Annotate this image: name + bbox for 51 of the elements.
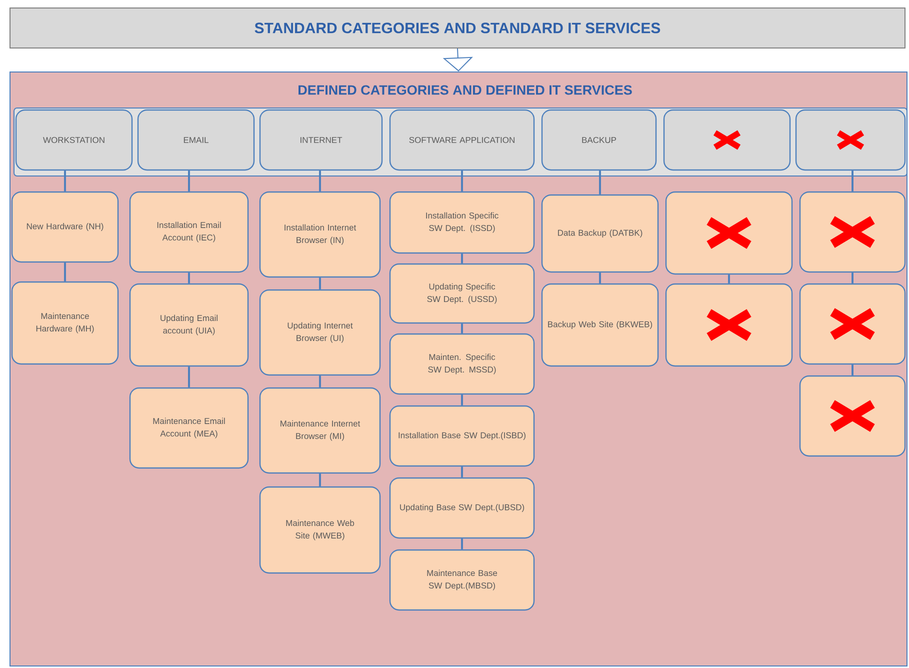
connector-line [461, 466, 463, 478]
service-box: Maintenance Web Site (MWEB) [259, 486, 381, 574]
category-box: WORKSTATION [15, 109, 133, 171]
service-box: Data Backup (DATBK) [541, 194, 659, 273]
category-box [663, 109, 791, 171]
connector-line [319, 474, 321, 486]
service-box: Updating Base SW Dept.(UBSD) [389, 477, 535, 539]
connector-line [599, 170, 601, 194]
category-box: INTERNET [259, 109, 383, 171]
connector-line [188, 272, 190, 284]
connector-line [599, 272, 601, 284]
service-box: Updating Email account (UIA) [129, 283, 249, 367]
connector-line [852, 364, 854, 376]
connector-line [319, 376, 321, 388]
connector-line [852, 272, 854, 284]
category-box [795, 109, 906, 171]
connector-line [461, 170, 463, 192]
connector-line [461, 538, 463, 550]
service-box [665, 283, 793, 367]
connector-line [852, 170, 854, 192]
service-box: Maintenance Hardware (MH) [11, 281, 119, 365]
connector-line [64, 170, 66, 192]
connector-line [188, 170, 190, 192]
service-box [665, 191, 793, 275]
service-box: Mainten. Specific SW Dept. MSSD) [389, 333, 535, 395]
service-box: Installation Internet Browser (IN) [259, 191, 381, 278]
service-box: Maintenance Email Account (MEA) [129, 387, 249, 469]
service-box: Installation Email Account (IEC) [129, 191, 249, 273]
service-box: Maintenance Internet Browser (MI) [259, 387, 381, 474]
category-box: SOFTWARE APPLICATION [389, 109, 535, 171]
connector-line [461, 254, 463, 264]
connector-line [64, 262, 66, 282]
service-box: Installation Specific SW Dept. (ISSD) [389, 191, 535, 254]
title-box: STANDARD CATEGORIES AND STANDARD IT SERVICES [10, 8, 906, 48]
service-box: Installation Base SW Dept.(ISBD) [389, 405, 535, 467]
service-box [799, 283, 906, 365]
service-box [799, 375, 906, 457]
category-box: EMAIL [137, 109, 255, 171]
category-box: BACKUP [541, 109, 657, 171]
service-box [799, 191, 906, 273]
service-box: Maintenance Base SW Dept.(MBSD) [389, 549, 535, 611]
connector-line [461, 324, 463, 334]
service-box: Updating Internet Browser (UI) [259, 289, 381, 376]
service-box: Backup Web Site (BKWEB) [541, 283, 659, 367]
connector-line [728, 274, 730, 284]
connector-line [188, 366, 190, 388]
connector-line [319, 170, 321, 192]
service-box: New Hardware (NH) [11, 191, 119, 263]
service-box: Updating Specific SW Dept. (USSD) [389, 263, 535, 324]
connector-line [461, 394, 463, 406]
connector-line [319, 278, 321, 290]
